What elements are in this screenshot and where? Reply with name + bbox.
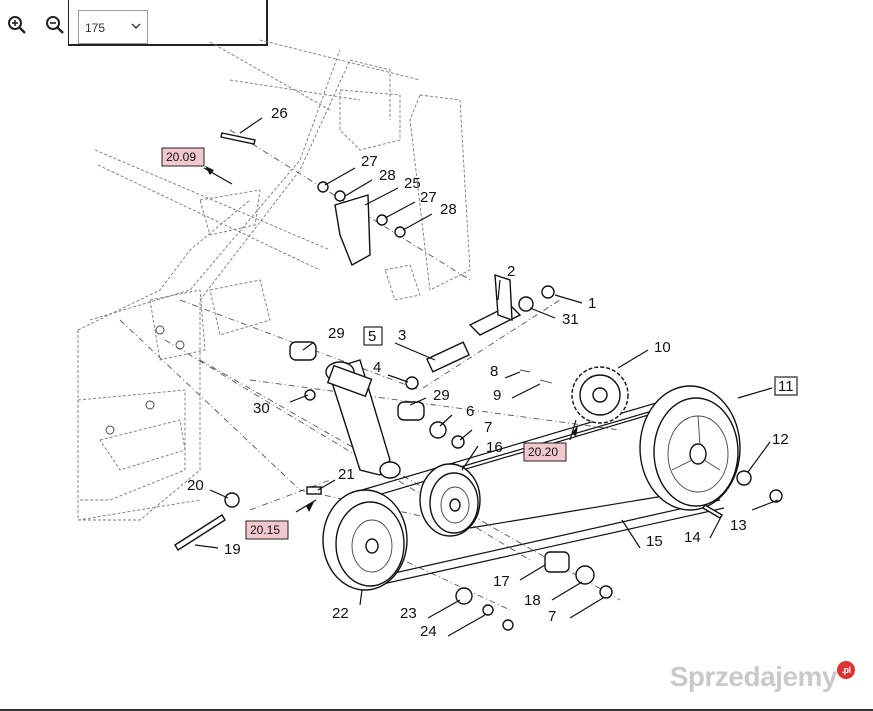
zoom-level-select[interactable]: 175: [78, 10, 148, 44]
callout-7-lower: 7: [548, 608, 556, 625]
callout-27-lower: 27: [420, 189, 437, 206]
callout-21: 21: [338, 466, 355, 483]
callout-11-box: 11: [774, 376, 798, 396]
leader-lines: [194, 117, 779, 637]
callout-24: 24: [420, 623, 437, 640]
zoom-out-icon[interactable]: [44, 14, 66, 36]
panel-frame: [68, 0, 268, 46]
callout-10: 10: [654, 339, 671, 356]
callout-8: 8: [490, 363, 498, 380]
small-parts: [174, 132, 783, 631]
callout-numbers: 1 2 3 4 5 6 7 7 8 9 10 11 12 13 14 15 16…: [187, 105, 798, 640]
callout-14: 14: [684, 529, 701, 546]
callout-3: 3: [398, 327, 406, 344]
ref-20-20-label: 20.20: [528, 445, 558, 459]
callout-25: 25: [404, 175, 421, 192]
callout-18: 18: [524, 592, 541, 609]
callout-22: 22: [332, 605, 349, 622]
ref-20-09-label: 20.09: [166, 150, 196, 164]
callout-5: 5: [368, 328, 376, 345]
sprocket: [571, 366, 629, 424]
callout-2: 2: [507, 263, 515, 280]
callout-6: 6: [466, 403, 474, 420]
zoom-level-value: 175: [85, 21, 106, 35]
callout-12: 12: [772, 431, 789, 448]
callout-16: 16: [486, 439, 503, 456]
callout-1: 1: [588, 295, 596, 312]
machine-frame: [77, 39, 471, 521]
callout-19: 19: [224, 541, 241, 558]
zoom-in-icon[interactable]: [6, 14, 28, 36]
toolbar: 175: [0, 0, 280, 50]
callout-23: 23: [400, 605, 417, 622]
pulley-medium: [419, 463, 481, 537]
bottom-rule: [0, 709, 873, 711]
callout-9: 9: [493, 387, 501, 404]
pulley-small: [322, 489, 408, 591]
callout-17: 17: [493, 573, 510, 590]
callout-30: 30: [253, 400, 270, 417]
callout-26: 26: [271, 105, 288, 122]
callout-29-upper: 29: [328, 325, 345, 342]
ref-20-15-label: 20.15: [250, 523, 280, 537]
callout-15: 15: [646, 533, 663, 550]
callout-29-lower: 29: [433, 387, 450, 404]
ref-20-20[interactable]: 20.20: [523, 425, 578, 462]
watermark-badge: .pl: [837, 661, 855, 679]
ref-20-15[interactable]: 20.15: [245, 502, 314, 540]
callout-31: 31: [562, 311, 579, 328]
callout-28-upper: 28: [379, 167, 396, 184]
ref-20-09[interactable]: 20.09: [161, 147, 214, 175]
callout-28-lower: 28: [440, 201, 457, 218]
watermark-logo: Sprzedajemy.pl: [670, 661, 855, 693]
callout-27-upper: 27: [361, 153, 378, 170]
callout-13: 13: [730, 517, 747, 534]
tensioner-arm: [325, 359, 401, 479]
callout-7-upper: 7: [484, 419, 492, 436]
callout-11: 11: [778, 378, 794, 395]
pulley-large: [639, 385, 741, 511]
watermark-text: Sprzedajemy: [669, 661, 838, 692]
callout-5-box: 5: [363, 326, 383, 346]
callout-4: 4: [373, 359, 381, 376]
chevron-down-icon: [131, 23, 141, 29]
callout-20: 20: [187, 477, 204, 494]
